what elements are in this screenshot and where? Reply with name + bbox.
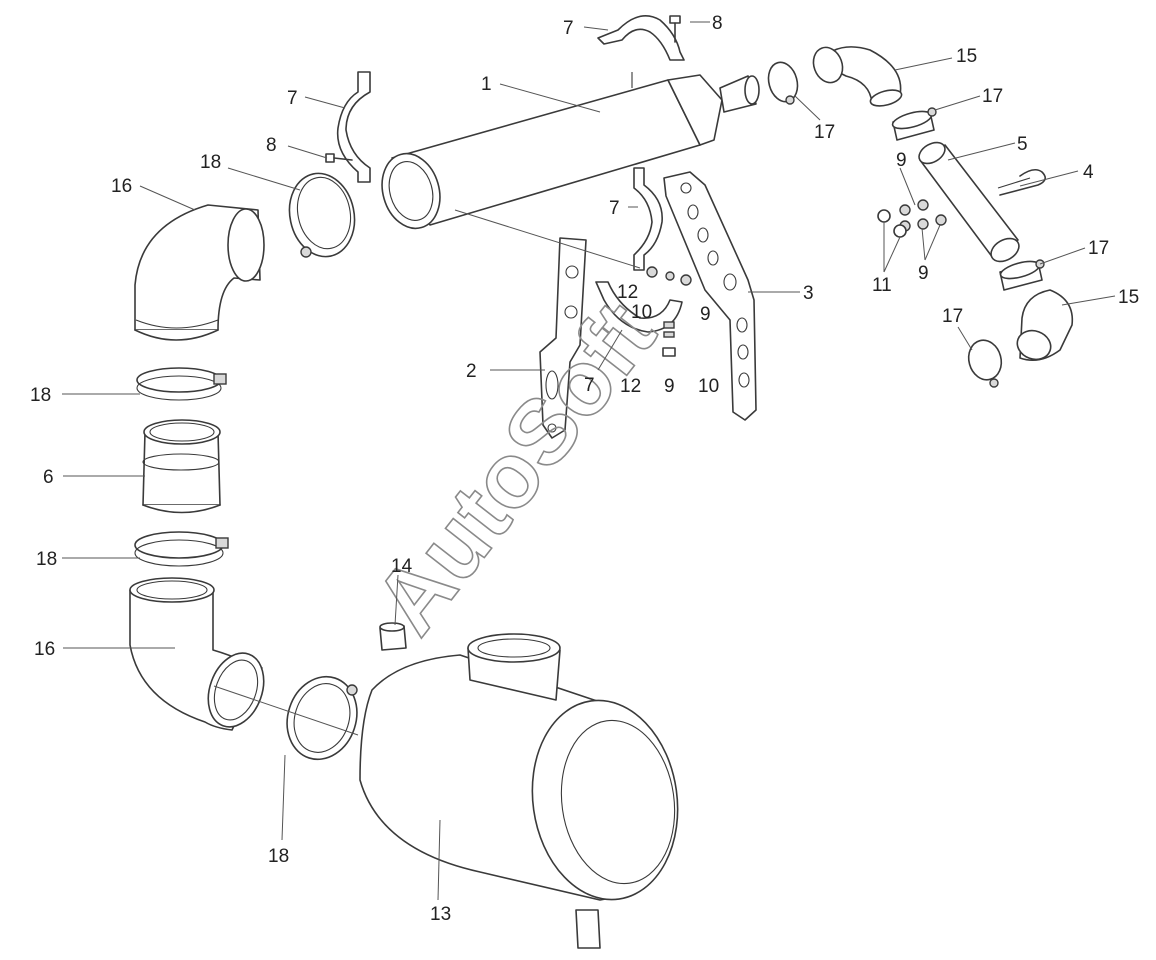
watermark-text: AutoSoft — [355, 284, 674, 653]
callout-4: 4 — [1083, 162, 1094, 183]
callout-16-top: 16 — [111, 176, 132, 197]
part-18-clamp-d — [286, 675, 358, 761]
callout-9-lower: 9 — [664, 376, 675, 397]
part-3-bracket — [663, 171, 757, 421]
part-17-clamp-a — [767, 61, 799, 105]
part-16-elbow-top — [134, 204, 265, 341]
callout-12-center: 12 — [617, 282, 638, 303]
callout-3: 3 — [803, 283, 814, 304]
part-18-clamp-b — [136, 367, 227, 401]
part-4-u-bolt — [997, 168, 1046, 196]
part-7-clamp-top — [597, 14, 685, 61]
part-6-sleeve — [142, 419, 221, 514]
callout-1: 1 — [481, 74, 492, 95]
part-15-elbow-top — [812, 46, 903, 107]
leader-lines — [62, 21, 1116, 901]
part-17-clamp-b — [891, 107, 937, 141]
callout-8-left: 8 — [266, 135, 277, 156]
part-18-clamp-c — [134, 531, 229, 567]
callout-6: 6 — [43, 467, 54, 488]
part-13-air-cleaner — [359, 633, 679, 949]
callout-13: 13 — [430, 904, 451, 925]
callout-17-d: 17 — [942, 306, 963, 327]
callout-17-b: 17 — [982, 86, 1003, 107]
callout-14: 14 — [391, 556, 413, 577]
callout-9-center: 9 — [700, 304, 711, 325]
callout-12-lower: 12 — [620, 376, 641, 397]
part-16-elbow-bottom — [129, 577, 265, 731]
callout-17-c: 17 — [1088, 238, 1109, 259]
callout-9-right-top: 9 — [896, 150, 907, 171]
part-nuts-washers-right — [877, 199, 947, 238]
callout-8-top: 8 — [712, 13, 723, 34]
callout-18-d: 18 — [268, 846, 289, 867]
callout-labels: 1 2 3 4 5 6 7 7 7 7 8 8 9 9 9 9 10 10 11… — [30, 13, 1139, 925]
callout-16-bottom: 16 — [34, 639, 55, 660]
callout-7-top: 7 — [563, 18, 574, 39]
callout-7-mid: 7 — [609, 198, 620, 219]
callout-18-b: 18 — [30, 385, 51, 406]
callout-15-bottom: 15 — [1118, 287, 1139, 308]
part-5-pipe — [918, 141, 1020, 263]
part-nuts-washers-center — [646, 266, 692, 357]
callout-9-right-bottom: 9 — [918, 263, 929, 284]
part-17-clamp-d — [967, 339, 1003, 388]
callout-7-lower: 7 — [584, 375, 595, 396]
callout-18-c: 18 — [36, 549, 57, 570]
part-14-cap — [379, 622, 407, 651]
part-7-clamp-mid — [633, 167, 663, 271]
part-18-clamp-a — [288, 172, 356, 258]
part-2-bracket — [539, 237, 587, 439]
part-7-clamp-lower — [595, 281, 683, 333]
callout-15-top: 15 — [956, 46, 977, 67]
callout-17-a: 17 — [814, 122, 835, 143]
part-15-elbow-bottom — [1016, 289, 1074, 361]
callout-10-center: 10 — [631, 302, 652, 323]
callout-5: 5 — [1017, 134, 1028, 155]
callout-11: 11 — [872, 275, 892, 296]
callout-10-lower: 10 — [698, 376, 719, 397]
part-8-bolt-top — [669, 15, 681, 43]
callout-18-a: 18 — [200, 152, 221, 173]
part-17-clamp-c — [999, 259, 1045, 291]
callout-7-left: 7 — [287, 88, 298, 109]
part-1-pipe — [381, 72, 760, 230]
part-7-clamp-left — [336, 71, 371, 183]
callout-2: 2 — [466, 361, 477, 382]
